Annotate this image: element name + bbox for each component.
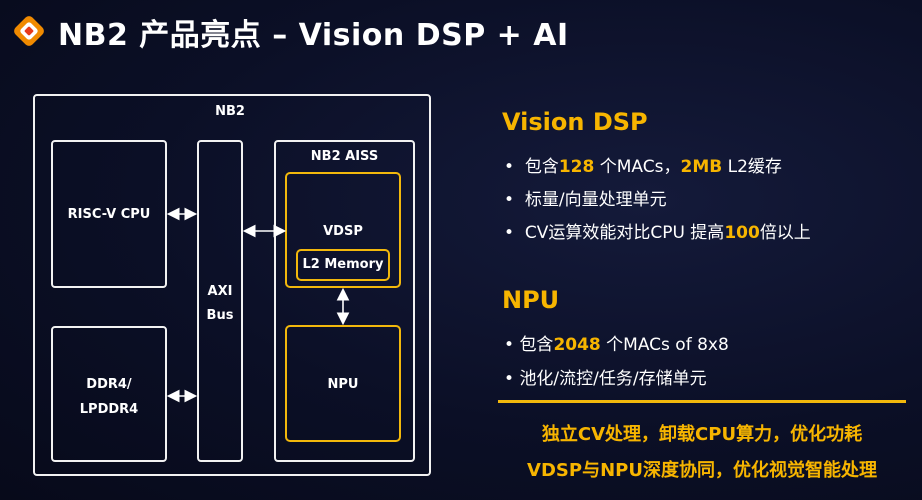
npu-bullet-2: • 池化/流控/任务/存储单元 [504, 364, 707, 389]
l2-memory-box [296, 249, 390, 281]
bullet-text: L2缓存 [722, 157, 782, 177]
bullet-text: 池化/流控/任务/存储单元 [519, 369, 707, 389]
vision-dsp-bullet-2: • 标量/向量处理单元 [504, 185, 667, 210]
bullet-text: 个MACs of 8x8 [600, 335, 729, 355]
vision-dsp-bullet-1: • 包含128 个MACs，2MB L2缓存 [504, 152, 782, 177]
ddr-box [51, 326, 167, 462]
cpu-box [51, 140, 167, 288]
ddr-label-line2: LPDDR4 [79, 402, 139, 417]
bullet-dot: • [504, 157, 525, 177]
banner-line-1: 独立CV处理，卸载CPU算力，优化功耗 [541, 424, 863, 445]
npu-heading: NPU [502, 286, 560, 314]
nb2-label: NB2 [215, 104, 245, 119]
bullet-highlight: 128 [558, 157, 595, 177]
bullet-highlight: 2MB [680, 157, 723, 177]
npu-box [285, 325, 401, 442]
banner-divider [498, 400, 906, 403]
banner-line-2: VDSP与NPU深度协同，优化视觉智能处理 [527, 460, 877, 481]
bullet-dot: • [504, 335, 520, 355]
brand-logo-icon [14, 16, 44, 46]
bullet-dot: • [504, 369, 520, 389]
ddr-label-line1: DDR4/ [86, 377, 132, 392]
nb2-outer-box [33, 94, 431, 476]
bullet-text: CV运算效能对比CPU 提高 [524, 223, 725, 243]
bullet-text: 个MACs， [594, 157, 681, 177]
vision-dsp-bullet-3: • CV运算效能对比CPU 提高100倍以上 [504, 218, 811, 243]
bullet-dot: • [504, 190, 525, 210]
npu-label: NPU [327, 377, 359, 392]
vision-dsp-heading: Vision DSP [502, 108, 648, 136]
vdsp-label: VDSP [323, 224, 363, 239]
bullet-highlight: 100 [724, 223, 760, 243]
cpu-label: RISC-V CPU [67, 207, 151, 222]
bullet-dot: • [504, 223, 525, 243]
bullet-highlight: 2048 [553, 335, 601, 355]
aiss-label: NB2 AISS [310, 149, 379, 164]
bullet-text: 包含 [519, 335, 554, 355]
bullet-text: 包含 [524, 157, 559, 177]
l2-memory-label: L2 Memory [302, 257, 384, 272]
bullet-text: 标量/向量处理单元 [524, 190, 667, 210]
axi-bus-label-line1: AXI [207, 284, 233, 299]
aiss-box [274, 140, 415, 462]
bullet-text: 倍以上 [759, 223, 811, 243]
page-title: NB2 产品亮点 – Vision DSP + AI [58, 18, 569, 53]
npu-bullet-1: • 包含2048 个MACs of 8x8 [504, 330, 729, 355]
axi-bus-box [197, 140, 243, 462]
axi-bus-label-line2: Bus [206, 308, 234, 323]
